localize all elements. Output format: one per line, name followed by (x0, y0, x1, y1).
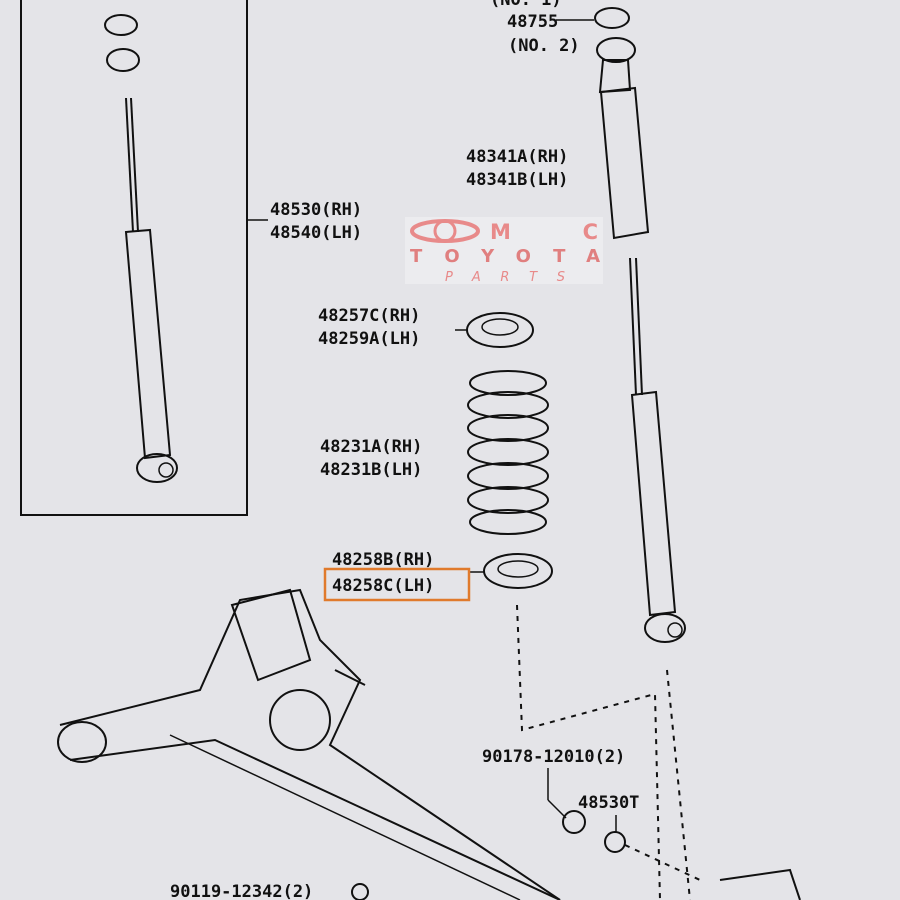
label-48231a[interactable]: 48231A(RH) (320, 437, 422, 457)
shock-absorber-right (629, 257, 686, 643)
label-90119-12342[interactable]: 90119-12342(2) (170, 882, 313, 900)
label-48259a[interactable]: 48259A(LH) (318, 329, 420, 349)
label-48258c[interactable]: 48258C(LH) (332, 576, 434, 596)
watermark-logo: MC TOYOTA PARTS (405, 217, 603, 285)
label-48530[interactable]: 48530(RH) (270, 200, 362, 220)
shock-absorber-inset (104, 14, 178, 483)
label-no1: (NO. 1) (490, 0, 562, 10)
label-48755[interactable]: 48755 (507, 12, 558, 32)
label-no2: (NO. 2) (508, 36, 580, 56)
spring-seat-lower (483, 553, 553, 589)
highlight-box (323, 567, 471, 602)
spring-seat-upper (466, 312, 534, 348)
label-48530t[interactable]: 48530T (578, 793, 639, 813)
label-48341a[interactable]: 48341A(RH) (466, 147, 568, 167)
rear-axle-beam (57, 588, 801, 900)
shock-mount-top (556, 7, 650, 240)
nut (562, 810, 586, 834)
label-48258b[interactable]: 48258B(RH) (332, 550, 434, 570)
coil-spring (467, 370, 549, 535)
label-48231b[interactable]: 48231B(LH) (320, 460, 422, 480)
label-48540[interactable]: 48540(LH) (270, 223, 362, 243)
label-48341b[interactable]: 48341B(LH) (466, 170, 568, 190)
nut (604, 831, 626, 853)
label-90178-12010[interactable]: 90178-12010(2) (482, 747, 625, 767)
inset-frame (20, 0, 248, 516)
svg-text:PARTS: PARTS (445, 270, 565, 285)
label-48257c[interactable]: 48257C(RH) (318, 306, 420, 326)
